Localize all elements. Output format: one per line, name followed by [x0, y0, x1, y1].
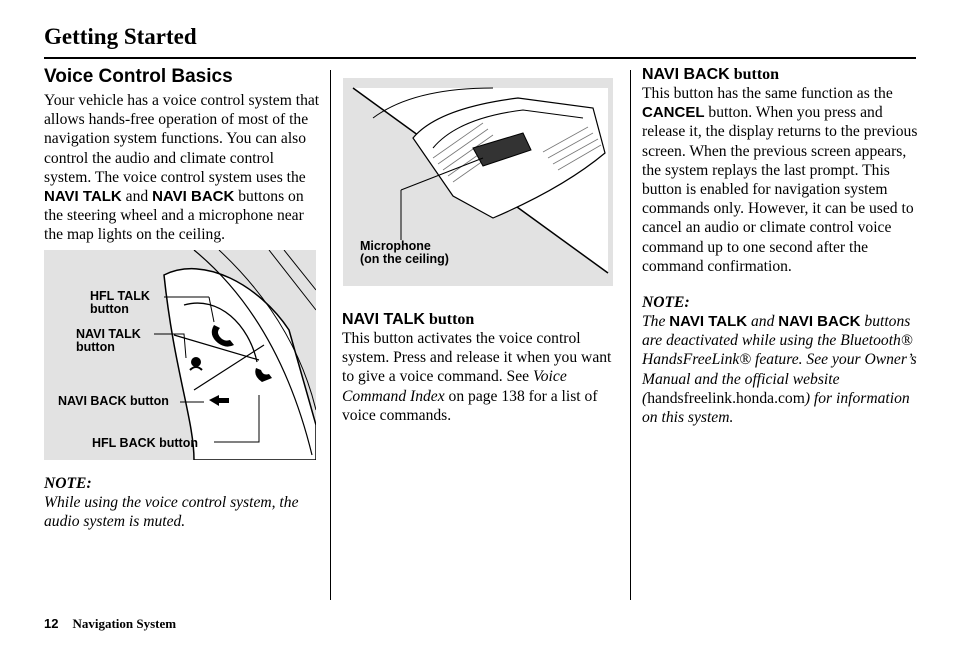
page-header-title: Getting Started: [44, 24, 197, 49]
note-heading: NOTE:: [642, 294, 690, 312]
column-divider: [330, 70, 331, 600]
navi-back-term: NAVI BACK: [152, 188, 235, 206]
hfl-talk-label: HFL TALK button: [90, 289, 150, 316]
intro-paragraph: Your vehicle has a voice control system …: [44, 92, 320, 244]
column-navi-back: NAVI BACK button This button has the sam…: [642, 66, 922, 427]
microphone-label: Microphone (on the ceiling): [360, 239, 449, 266]
header-rule: [44, 57, 916, 59]
ceiling-microphone-illustration: [352, 87, 609, 274]
hfl-talk-icon: [211, 325, 234, 347]
navi-talk-heading: NAVI TALK button: [342, 311, 475, 328]
page-number: 12: [44, 616, 59, 631]
column-divider: [630, 70, 631, 600]
cancel-term: CANCEL: [642, 104, 705, 122]
column-navi-talk: NAVI TALK button This button activates t…: [342, 311, 616, 425]
microphone-grille: [472, 132, 532, 167]
note-text: The NAVI TALK and NAVI BACK buttons are …: [642, 313, 917, 427]
column-voice-control-basics: Voice Control Basics Your vehicle has a …: [44, 66, 320, 245]
navi-talk-paragraph: This button activates the voice control …: [342, 330, 612, 424]
navi-back-heading: NAVI BACK button: [642, 66, 780, 83]
website-url: handsfreelink.honda.com: [647, 389, 805, 407]
steering-wheel-illustration: [154, 250, 316, 460]
section-title: Voice Control Basics: [44, 66, 233, 87]
microphone-figure: Microphone (on the ceiling): [343, 78, 613, 286]
navi-talk-label: NAVI TALK button: [76, 327, 141, 354]
navi-back-paragraph: This button has the same function as the…: [642, 85, 918, 275]
steering-wheel-buttons-figure: HFL TALK button NAVI TALK button NAVI BA…: [44, 250, 316, 460]
note-heading: NOTE:: [44, 475, 92, 492]
navi-back-label: NAVI BACK button: [58, 394, 169, 408]
navi-talk-term: NAVI TALK: [44, 188, 122, 206]
note-text: While using the voice control system, th…: [44, 494, 299, 531]
hfl-back-label: HFL BACK button: [92, 436, 198, 450]
voice-command-index-ref: Voice Command Index: [342, 368, 567, 405]
navi-back-icon: [209, 395, 229, 406]
note-block: NOTE: While using the voice control syst…: [44, 475, 320, 531]
footer-title: Navigation System: [72, 616, 177, 631]
page-footer: 12 Navigation System: [44, 616, 176, 632]
hfl-back-icon: [255, 368, 272, 382]
navi-talk-icon: [189, 357, 203, 371]
